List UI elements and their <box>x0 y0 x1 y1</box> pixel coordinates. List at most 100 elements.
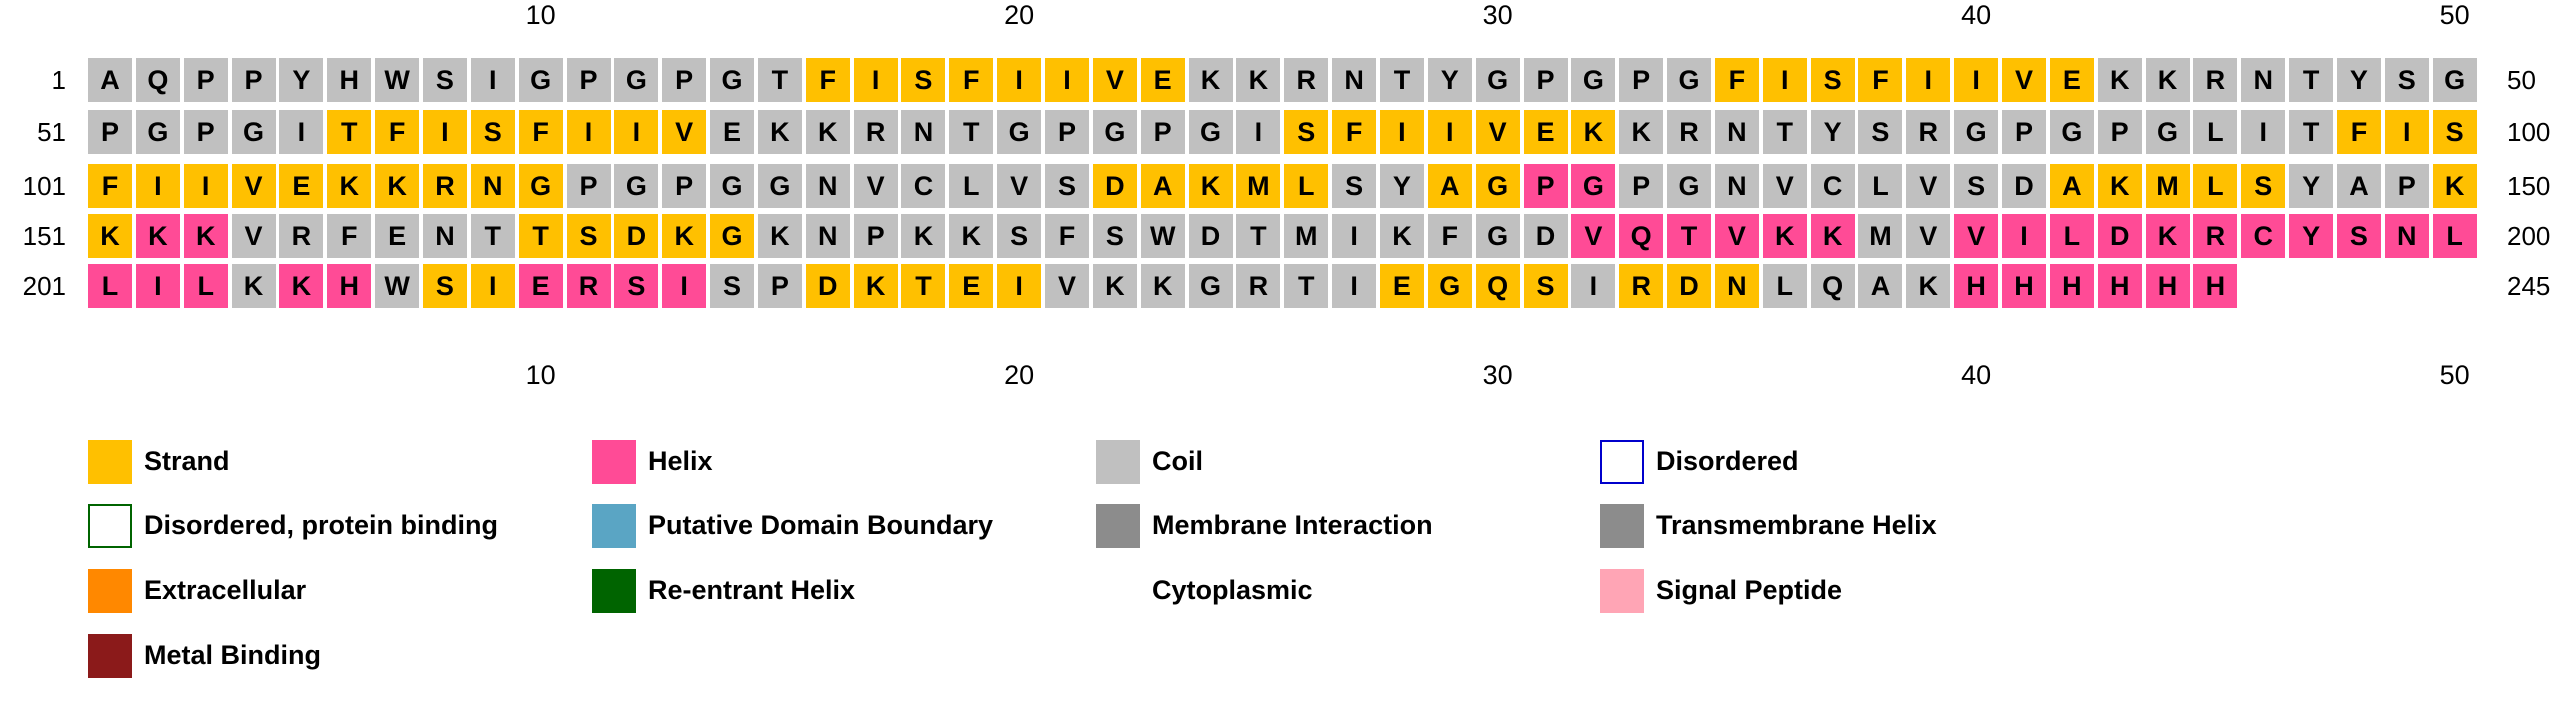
residue-cell: V <box>1092 58 1137 102</box>
legend-swatch <box>592 504 636 548</box>
residue-cell: M <box>1284 214 1329 258</box>
residue-cell: F <box>518 110 563 154</box>
residue-cell: V <box>1906 164 1951 208</box>
residue-cell: L <box>2193 110 2238 154</box>
residue-cell: P <box>566 164 611 208</box>
residue-cell: K <box>805 110 850 154</box>
residue-cell: M <box>2145 164 2190 208</box>
residue-cell: T <box>327 110 372 154</box>
residue-cell: D <box>1092 164 1137 208</box>
residue-cell: I <box>1427 110 1472 154</box>
ruler-tick-label: 10 <box>525 360 556 390</box>
residue-cell: G <box>1475 164 1520 208</box>
legend-swatch <box>1600 504 1644 548</box>
residue-cell: K <box>757 214 802 258</box>
residue-cell: W <box>375 58 420 102</box>
residue-cell: F <box>1714 58 1759 102</box>
residue-cell: I <box>1571 264 1616 308</box>
residue-cell: P <box>757 264 802 308</box>
residue-cell: H <box>327 264 372 308</box>
legend-item-disordered-protein-binding: Disordered, protein binding <box>88 504 568 552</box>
residue-cell: F <box>327 214 372 258</box>
residue-cell: N <box>2241 58 2286 102</box>
residue-cell: S <box>614 264 659 308</box>
residue-cell: S <box>710 264 755 308</box>
residue-cell: K <box>375 164 420 208</box>
residue-cell: I <box>1954 58 1999 102</box>
residue-cell: K <box>2432 164 2477 208</box>
legend-swatch <box>1600 569 1644 613</box>
residue-cell: K <box>901 214 946 258</box>
residue-cell: G <box>135 110 180 154</box>
residue-cell: N <box>805 214 850 258</box>
legend-swatch <box>592 440 636 484</box>
residue-cell: I <box>1045 58 1089 102</box>
residue-cell: P <box>88 110 132 154</box>
residue-cell: L <box>88 264 132 308</box>
residue-cell: V <box>1571 214 1616 258</box>
legend-label: Disordered, protein binding <box>144 510 499 540</box>
residue-cell: G <box>1571 164 1616 208</box>
residue-cell: H <box>1954 264 1999 308</box>
residue-cell: S <box>901 58 946 102</box>
legend-label: Coil <box>1152 446 1203 476</box>
legend-swatch <box>88 504 132 548</box>
residue-cell: A <box>2049 164 2094 208</box>
residue-cell: I <box>1332 264 1377 308</box>
residue-cell: T <box>1236 214 1281 258</box>
row-start-index: 1 <box>51 65 66 95</box>
legend-label: Cytoplasmic <box>1152 575 1313 605</box>
residue-cell: N <box>805 164 850 208</box>
legend-item-coil: Coil <box>1096 440 1576 488</box>
residue-cell: P <box>662 58 707 102</box>
residue-cell: L <box>1762 264 1807 308</box>
bottom-position-ruler: 10 20 30 40 50 <box>0 360 2560 400</box>
residue-cell: I <box>135 164 180 208</box>
residue-cell: T <box>949 110 994 154</box>
row-end-index: 200 <box>2507 221 2551 251</box>
row-end-index: 50 <box>2507 65 2536 95</box>
legend-label: Extracellular <box>144 575 307 605</box>
residue-cell: G <box>1571 58 1616 102</box>
residue-cell: T <box>757 58 802 102</box>
legend-item-strand: Strand <box>88 440 568 488</box>
residue-cell: I <box>853 58 898 102</box>
residue-cell: S <box>1284 110 1329 154</box>
residue-cell: K <box>2097 58 2142 102</box>
residue-cell: T <box>470 214 515 258</box>
legend-item-metal-binding: Metal Binding <box>88 634 568 682</box>
legend-label: Re-entrant Helix <box>648 575 856 605</box>
residue-cell: P <box>1523 164 1568 208</box>
residue-cell: I <box>183 164 228 208</box>
residue-cell: F <box>375 110 420 154</box>
row-start-index: 151 <box>22 221 66 251</box>
residue-cell: F <box>88 164 132 208</box>
residue-cell: P <box>662 164 707 208</box>
residue-cell: I <box>662 264 707 308</box>
residue-cell: S <box>422 58 467 102</box>
row-end-index: 245 <box>2507 271 2551 301</box>
residue-cell: S <box>2336 214 2381 258</box>
residue-cell: V <box>2002 58 2046 102</box>
legend-swatch <box>88 440 132 484</box>
residue-cell: A <box>1427 164 1472 208</box>
legend-swatch <box>88 634 132 678</box>
residue-cell: M <box>1236 164 1281 208</box>
row-start-index: 101 <box>22 171 66 201</box>
residue-cell: N <box>1714 164 1759 208</box>
residue-cell: G <box>2049 110 2094 154</box>
residue-cell: I <box>566 110 611 154</box>
residue-cell: K <box>327 164 372 208</box>
residue-cell: S <box>1858 110 1903 154</box>
residue-cell: A <box>2336 164 2381 208</box>
residue-cell: V <box>1714 214 1759 258</box>
residue-cell: H <box>2145 264 2190 308</box>
residue-cell: G <box>614 164 659 208</box>
residue-cell: C <box>1810 164 1855 208</box>
residue-cell: G <box>614 58 659 102</box>
residue-cell: I <box>470 264 515 308</box>
residue-cell: D <box>614 214 659 258</box>
residue-cell: F <box>1858 58 1903 102</box>
legend-label: Metal Binding <box>144 640 321 670</box>
